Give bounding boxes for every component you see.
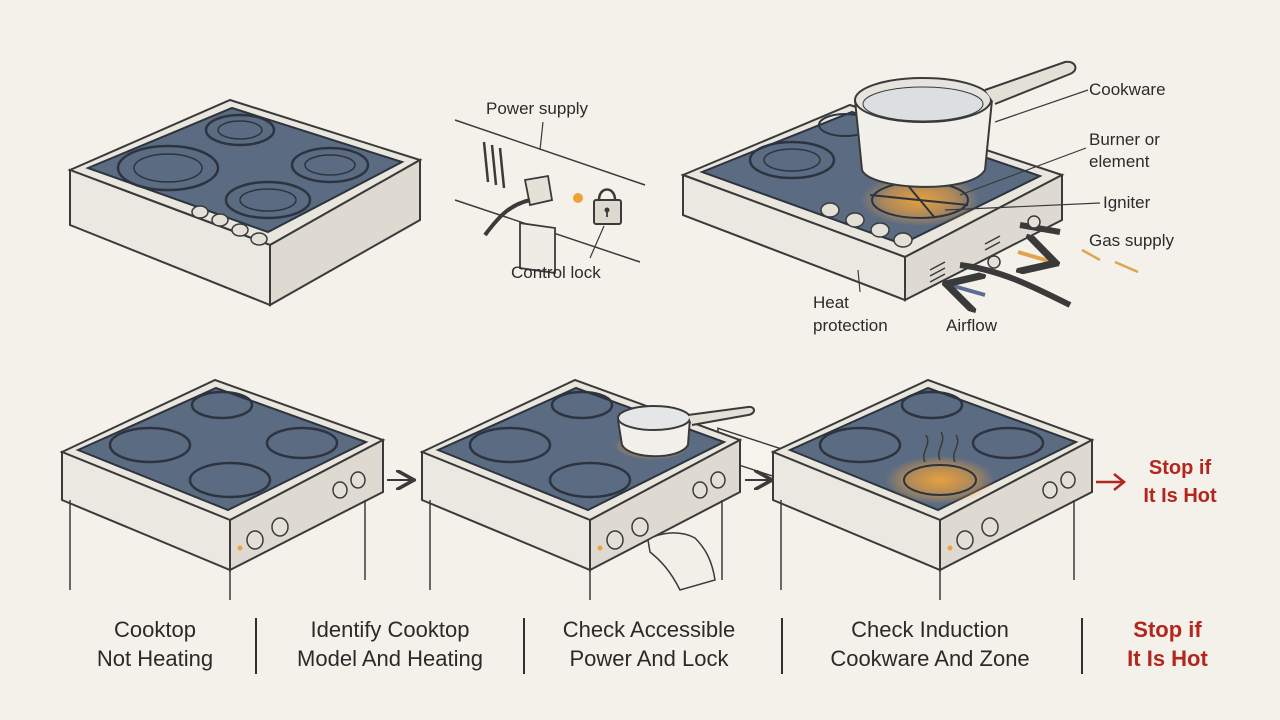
power-supply-label: Power supply	[486, 99, 589, 118]
stop-warning-line1: Stop if	[1149, 457, 1212, 479]
gas-supply-label: Gas supply	[1089, 231, 1175, 250]
caption-step-1-line2: Not Heating	[96, 646, 214, 671]
caption-divider	[523, 618, 525, 674]
cookware-label: Cookware	[1089, 80, 1166, 99]
burner-label-line1: Burner or	[1089, 130, 1160, 149]
caption-divider	[255, 618, 257, 674]
red-arrowhead-icon	[1113, 473, 1127, 491]
caption-divider	[1081, 618, 1083, 674]
caption-step-4-line1: Check Induction	[851, 617, 1009, 642]
caption-step-4: Check Induction Cookware And Zone	[805, 615, 1055, 673]
caption-step-5: Stop if It Is Hot	[1100, 615, 1235, 673]
step-cooktop-1	[59, 378, 386, 600]
stop-warning-line2: It Is Hot	[1143, 485, 1217, 507]
caption-step-2-line2: Model And Heating	[297, 646, 483, 671]
caption-step-2-line1: Identify Cooktop	[310, 617, 470, 642]
power-lock-illustration	[454, 119, 646, 275]
heat-protection-label-line2: protection	[813, 316, 888, 335]
caption-step-4-line2: Cookware And Zone	[830, 646, 1030, 671]
airflow-label: Airflow	[946, 316, 998, 335]
caption-step-3-line2: Power And Lock	[569, 646, 729, 671]
caption-step-3-line1: Check Accessible	[562, 617, 736, 642]
igniter-label: Igniter	[1103, 193, 1151, 212]
heat-protection-label-line1: Heat	[813, 293, 849, 312]
caption-divider	[781, 618, 783, 674]
caption-step-5-line1: Stop if	[1133, 617, 1202, 642]
burner-label-line2: element	[1089, 152, 1150, 171]
control-lock-label: Control lock	[511, 263, 601, 282]
top-left-cooktop	[67, 98, 423, 307]
caption-step-2: Identify Cooktop Model And Heating	[272, 615, 508, 673]
step-cooktop-3	[770, 378, 1095, 600]
caption-step-3: Check Accessible Power And Lock	[538, 615, 760, 673]
step-cooktop-2	[419, 378, 755, 600]
caption-step-1: Cooktop Not Heating	[60, 615, 250, 673]
caption-step-1-line1: Cooktop	[114, 617, 196, 642]
caption-step-5-line2: It Is Hot	[1127, 646, 1208, 671]
